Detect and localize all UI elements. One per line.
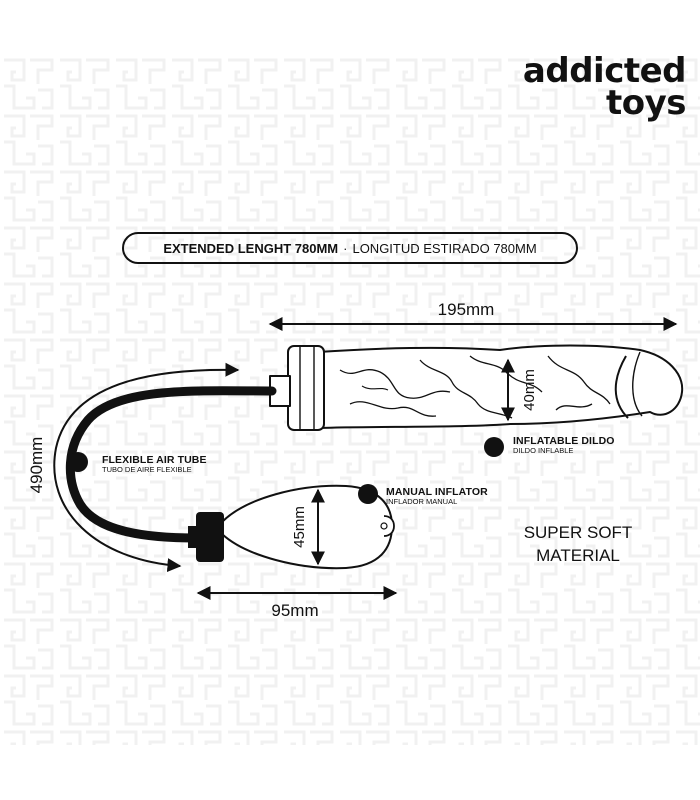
material-note: SUPER SOFT MATERIAL xyxy=(508,522,648,568)
dildo-width-value: 40mm xyxy=(521,369,538,411)
bulb-height-value: 45mm xyxy=(291,506,308,548)
banner-english: EXTENDED LENGHT 780MM xyxy=(163,240,339,256)
dildo-label-main: INFLATABLE DILDO xyxy=(513,435,615,447)
inflator-label: MANUAL INFLATOR INFLADOR MANUAL xyxy=(386,486,488,507)
inflator-label-main: MANUAL INFLATOR xyxy=(386,486,488,498)
dildo-label-sub: DILDO INFLABLE xyxy=(513,446,574,456)
dildo-label: INFLATABLE DILDO DILDO INFLABLE xyxy=(513,435,615,456)
inflator-label-sub: INFLADOR MANUAL xyxy=(386,497,458,507)
material-note-line2: MATERIAL xyxy=(536,545,620,565)
brand-logo-line1: addicted xyxy=(522,51,687,91)
tube-length-dimension-arc xyxy=(53,362,240,573)
tube-label-main: FLEXIBLE AIR TUBE xyxy=(102,454,207,466)
inflator-callout-dot xyxy=(358,484,378,504)
tube-label: FLEXIBLE AIR TUBE TUBO DE AIRE FLEXIBLE xyxy=(102,454,207,475)
extended-length-banner: EXTENDED LENGHT 780MM · LONGITUD ESTIRAD… xyxy=(122,232,578,264)
tube-label-sub: TUBO DE AIRE FLEXIBLE xyxy=(102,465,192,475)
material-note-line1: SUPER SOFT xyxy=(523,523,633,542)
bulb-length-value: 95mm xyxy=(271,601,318,620)
dildo-length-value: 195mm xyxy=(438,300,495,319)
tube-length-value: 490mm xyxy=(27,437,46,494)
banner-spanish: LONGITUD ESTIRADO 780MM xyxy=(352,240,537,256)
brand-logo-line2: toys xyxy=(605,83,687,123)
tube-callout-dot xyxy=(68,452,88,472)
banner-separator: · xyxy=(343,240,348,256)
dildo-callout-dot xyxy=(484,437,504,457)
brand-logo: addicted toys xyxy=(522,51,687,123)
